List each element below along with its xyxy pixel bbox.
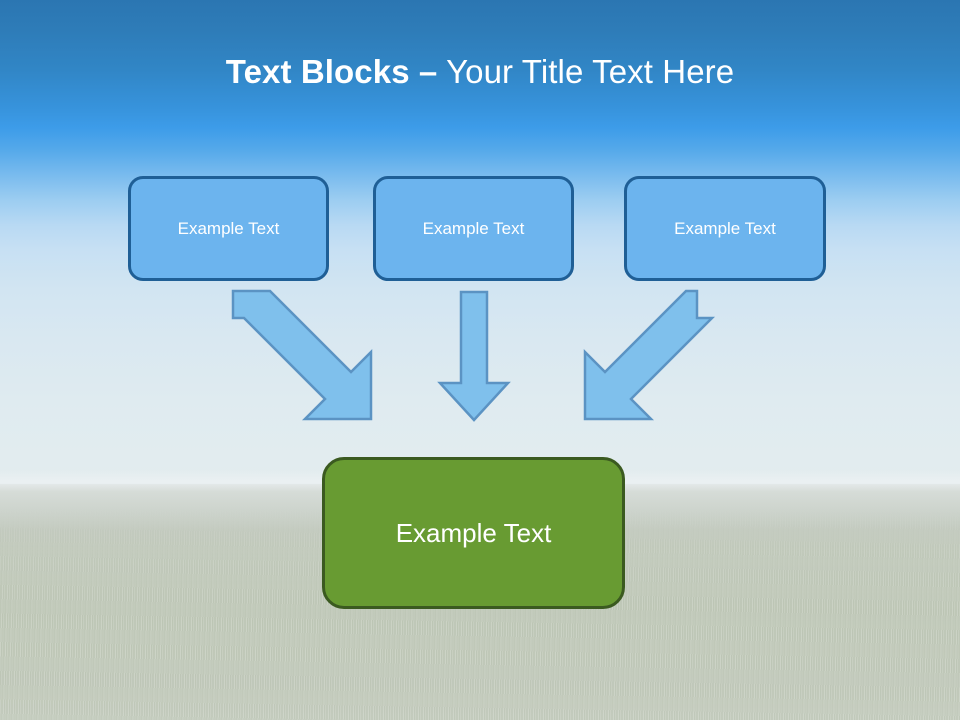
arrow-left-icon[interactable] xyxy=(231,289,373,421)
text-block-2-label: Example Text xyxy=(422,218,525,238)
text-block-1-label: Example Text xyxy=(177,218,280,238)
text-block-3-label: Example Text xyxy=(674,218,776,238)
text-block-3[interactable]: Example Text xyxy=(624,176,826,281)
text-block-1[interactable]: Example Text xyxy=(128,176,329,281)
slide-title-regular: Your Title Text Here xyxy=(437,53,735,90)
arrow-right-icon[interactable] xyxy=(583,289,716,421)
result-block-label: Example Text xyxy=(395,517,552,548)
slide-title: Text Blocks – Your Title Text Here xyxy=(0,50,960,94)
arrow-middle-icon[interactable] xyxy=(437,290,511,422)
text-block-2[interactable]: Example Text xyxy=(373,176,574,281)
slide-title-bold: Text Blocks – xyxy=(225,53,438,90)
result-block[interactable]: Example Text xyxy=(322,457,625,609)
